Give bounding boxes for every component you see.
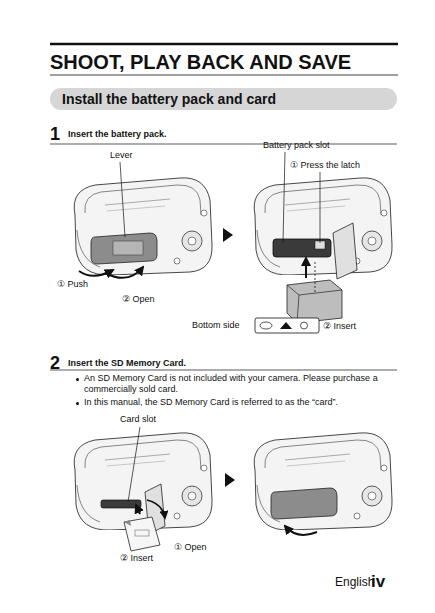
leader-line bbox=[320, 172, 321, 243]
camera-body bbox=[74, 433, 212, 530]
step-arrow bbox=[223, 228, 233, 242]
step-arrow bbox=[225, 473, 235, 487]
bottom-side-icon bbox=[255, 318, 319, 333]
part-label: Lever bbox=[110, 150, 133, 161]
bullet-dot bbox=[76, 402, 79, 405]
callout-label: ① Open bbox=[174, 542, 207, 553]
door-panel bbox=[113, 241, 143, 255]
section-band: Install the battery pack and card bbox=[50, 88, 397, 110]
rule-line bbox=[50, 144, 397, 145]
camera-body bbox=[74, 178, 212, 275]
open-arrow bbox=[147, 500, 165, 518]
callout-label: ② Insert bbox=[120, 553, 153, 564]
card-slot bbox=[101, 500, 141, 508]
open-door bbox=[333, 223, 357, 279]
leader-line bbox=[120, 162, 125, 237]
part-label: Bottom side bbox=[192, 320, 240, 331]
camera-closed bbox=[74, 178, 212, 278]
callout-label: ① Push bbox=[57, 279, 88, 290]
bullet-dot bbox=[76, 378, 79, 381]
camera-body bbox=[254, 433, 392, 530]
rule-line bbox=[50, 370, 397, 371]
sd-card bbox=[124, 505, 160, 551]
battery-pack bbox=[287, 258, 342, 323]
page-title: SHOOT, PLAY BACK AND SAVE bbox=[50, 50, 351, 75]
battery-slot bbox=[273, 239, 331, 257]
battery-door bbox=[271, 488, 337, 519]
step-text: Insert the SD Memory Card. bbox=[68, 358, 186, 369]
step-text: Insert the battery pack. bbox=[68, 129, 167, 140]
camera-open bbox=[254, 178, 392, 279]
note-text: In this manual, the SD Memory Card is re… bbox=[84, 397, 389, 408]
step-number: 2 bbox=[50, 352, 60, 375]
leader-line bbox=[128, 427, 140, 502]
open-arrow bbox=[105, 267, 143, 278]
step-number: 1 bbox=[50, 123, 60, 146]
part-label: Card slot bbox=[120, 414, 156, 425]
battery-door bbox=[91, 233, 157, 264]
close-arrow bbox=[285, 526, 317, 535]
callout-label: ② Open bbox=[122, 294, 155, 305]
leader-line bbox=[283, 152, 285, 243]
callout-label: ① Press the latch bbox=[290, 160, 360, 171]
note-text: An SD Memory Card is not included with y… bbox=[84, 373, 389, 396]
part-label: Battery pack slot bbox=[263, 140, 330, 151]
camera-body bbox=[254, 178, 392, 275]
section-heading: Install the battery pack and card bbox=[62, 91, 276, 107]
rule-line bbox=[50, 43, 398, 46]
page-language: English bbox=[335, 575, 374, 590]
rule-line bbox=[50, 75, 398, 76]
callout-label: ② Insert bbox=[323, 321, 356, 332]
page-number: iv bbox=[371, 571, 385, 592]
camera-closed bbox=[254, 433, 392, 535]
